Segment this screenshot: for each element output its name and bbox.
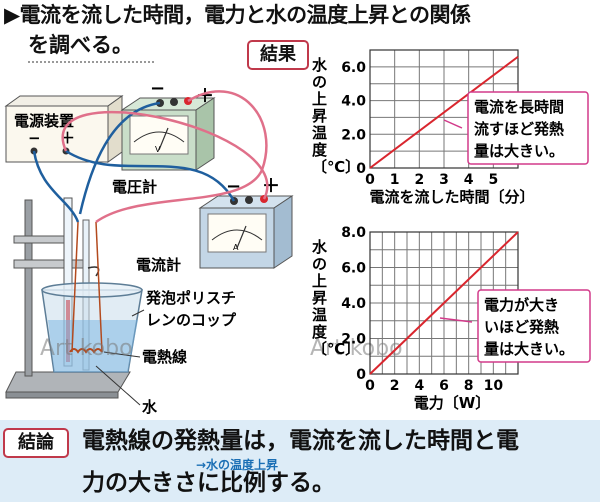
clamp (13, 259, 85, 269)
y-tick-label: 4.0 (341, 296, 366, 312)
annotation-text: 量は大きい。 (484, 340, 574, 358)
y-axis-label-char: 水 (312, 238, 328, 256)
wire (32, 150, 80, 223)
y-axis-label-char: の (312, 73, 327, 91)
y-axis-label-char: 上 (312, 90, 327, 108)
y-tick-label: 6.0 (341, 60, 366, 76)
x-axis-label: 電流を流した時間〔分〕 (369, 188, 534, 206)
annotation-leader (443, 119, 463, 129)
y-axis-label-char: 昇 (312, 107, 327, 125)
ammeter-label: 電流計 (136, 256, 181, 274)
y-axis-label-char: の (312, 255, 327, 273)
y-axis-label-char: 度 (312, 141, 328, 159)
x-tick-label: 10 (484, 378, 504, 394)
water (48, 320, 138, 372)
y-axis-label-char: 上 (312, 272, 327, 290)
conclusion-panel (0, 420, 600, 502)
annotation-leader (439, 317, 473, 323)
voltmeter-face-label: V (155, 145, 161, 154)
annotation-text: 量は大きい。 (474, 142, 564, 160)
series-line (369, 231, 519, 375)
cup-label-line2: レンのコップ (146, 311, 237, 329)
y-tick-label: 0 (356, 161, 366, 177)
annotation-text: 流すほど発熱 (474, 120, 564, 138)
x-tick-label: 8 (464, 378, 474, 394)
ammeter-dial (207, 213, 267, 253)
y-axis-label-char: 昇 (312, 289, 327, 307)
y-tick-label: 4.0 (341, 94, 366, 110)
annotation-text: 電力が大き (484, 296, 559, 314)
x-tick-label: 2 (414, 172, 424, 188)
y-axis-label-char: 温 (312, 124, 327, 142)
y-tick-label: 8.0 (341, 225, 366, 241)
x-tick-label: 4 (464, 172, 474, 188)
voltmeter-minus-label: − (150, 78, 165, 99)
conclusion-note: →水の温度上昇 (196, 458, 279, 472)
conclusion-line1: 電熱線の発熱量は，電流を流した時間と電 (82, 428, 519, 454)
y-axis-label-char: 〔℃〕 (312, 158, 360, 176)
annotation-box (477, 289, 591, 363)
heater-coil (69, 348, 103, 354)
annotation-text: 電流を長時間 (474, 98, 564, 116)
x-tick-label: 3 (439, 172, 449, 188)
y-axis-label-char: 〔℃〕 (312, 340, 360, 358)
y-tick-label: 0 (356, 367, 366, 383)
conclusion-badge: 結論 (3, 428, 69, 458)
conclusion-line2: 力の大きさに比例する。 (82, 470, 335, 496)
series-line (369, 55, 519, 169)
y-axis-label-char: 温 (312, 306, 327, 324)
x-tick-label: 0 (365, 172, 375, 188)
x-axis-label: 電力〔W〕 (414, 394, 491, 412)
annotation-box (467, 91, 589, 165)
x-tick-label: 0 (365, 378, 375, 394)
y-tick-label: 2.0 (341, 332, 366, 348)
y-axis-label-char: 水 (312, 56, 328, 74)
x-tick-label: 6 (439, 378, 449, 394)
result-badge: 結果 (247, 40, 309, 70)
x-tick-label: 1 (390, 172, 400, 188)
voltmeter-label: 電圧計 (112, 178, 157, 196)
y-tick-label: 6.0 (341, 261, 366, 277)
title-underline (28, 61, 156, 63)
page-title: ▶電流を流した時間，電力と水の温度上昇との関係 (4, 3, 471, 27)
page-title-continued: を調べる。 (28, 33, 133, 57)
apparatus-diagram: 電源装置 − ＋ V − ＋ 電圧計 A − ＋ 電流計 (4, 78, 294, 416)
x-tick-label: 4 (414, 378, 424, 394)
ammeter-plus-label: ＋ (262, 176, 280, 197)
y-tick-label: 2.0 (341, 127, 366, 143)
power-supply (5, 105, 109, 163)
heater-label: 電熱線 (142, 348, 187, 366)
stand-pole (24, 199, 33, 377)
ammeter-face-label: A (233, 243, 239, 252)
watermark: Art kobo (40, 336, 133, 361)
water-label: 水 (142, 398, 158, 416)
y-axis-label-char: 度 (312, 323, 328, 341)
power-supply-minus-label: − (28, 129, 41, 147)
x-tick-label: 2 (390, 378, 400, 394)
x-tick-label: 5 (488, 172, 498, 188)
annotation-text: いほど発熱 (484, 318, 559, 336)
cup-label-line1: 発泡ポリスチ (145, 289, 236, 307)
power-supply-label: 電源装置 (14, 112, 74, 130)
